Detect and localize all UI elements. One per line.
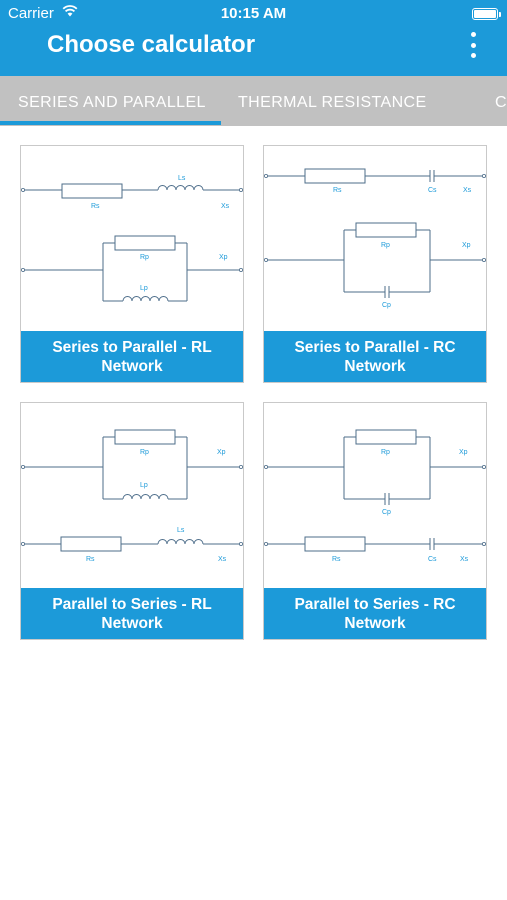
tab-bar: SERIES AND PARALLEL THERMAL RESISTANCE C (0, 76, 507, 126)
svg-text:Rs: Rs (333, 187, 342, 194)
svg-text:Xs: Xs (460, 556, 469, 563)
clock: 10:15 AM (220, 5, 287, 22)
svg-text:Cs: Cs (428, 556, 437, 563)
svg-text:Lp: Lp (140, 482, 148, 489)
card-label: Parallel to Series - RL Network (21, 588, 243, 639)
svg-text:Rp: Rp (140, 449, 149, 456)
app-bar: Carrier 10:15 AM Choose calculator (0, 0, 507, 76)
svg-text:Cs: Cs (428, 187, 437, 194)
svg-text:Rp: Rp (140, 254, 149, 261)
card-label: Series to Parallel - RL Network (21, 331, 243, 382)
status-bar: Carrier 10:15 AM (0, 0, 507, 28)
svg-text:Xs: Xs (221, 203, 230, 210)
svg-text:Cp: Cp (382, 509, 391, 516)
svg-text:Rs: Rs (91, 203, 100, 210)
card-series-to-parallel-rc[interactable]: Rs Cs Xs Rp Cp Xp Series to Parallel - R… (263, 145, 487, 383)
svg-text:Xs: Xs (463, 187, 472, 194)
svg-text:Rp: Rp (381, 242, 390, 249)
rc-series-to-parallel-diagram: Rs Cs Xs Rp Cp Xp (264, 168, 486, 309)
card-label: Parallel to Series - RC Network (264, 588, 486, 639)
svg-text:Xp: Xp (219, 254, 228, 261)
rl-series-to-parallel-diagram: Rs Ls Xs Rp Lp Xp (21, 175, 243, 302)
svg-text:Lp: Lp (140, 285, 148, 292)
svg-text:Xp: Xp (462, 242, 471, 249)
tab-indicator (0, 121, 221, 125)
svg-text:Xs: Xs (218, 556, 227, 563)
card-parallel-to-series-rc[interactable]: Rp Cp Xp Rs Cs Xs Parallel to Series - R… (263, 402, 487, 640)
rl-parallel-to-series-diagram: Rp Lp Xp Rs Ls Xs (21, 429, 243, 563)
card-parallel-to-series-rl[interactable]: Rp Lp Xp Rs Ls Xs Parallel to Series - R… (20, 402, 244, 640)
svg-text:Ls: Ls (177, 527, 185, 534)
svg-text:Rs: Rs (332, 556, 341, 563)
wifi-icon (62, 5, 78, 17)
card-series-to-parallel-rl[interactable]: Rs Ls Xs Rp Lp Xp Series to Parallel - R… (20, 145, 244, 383)
svg-text:Xp: Xp (217, 449, 226, 456)
card-label: Series to Parallel - RC Network (264, 331, 486, 382)
tab-partial[interactable]: C (495, 94, 507, 111)
tab-thermal-resistance[interactable]: THERMAL RESISTANCE (238, 94, 427, 111)
page-title: Choose calculator (47, 31, 256, 58)
rc-parallel-to-series-diagram: Rp Cp Xp Rs Cs Xs (264, 429, 486, 563)
battery-icon (472, 8, 501, 20)
tab-series-and-parallel[interactable]: SERIES AND PARALLEL (18, 94, 206, 111)
svg-text:Rp: Rp (381, 449, 390, 456)
more-vert-icon[interactable] (462, 30, 484, 60)
svg-text:Ls: Ls (178, 175, 186, 182)
svg-text:Xp: Xp (459, 449, 468, 456)
carrier-label: Carrier (8, 5, 54, 22)
svg-text:Rs: Rs (86, 556, 95, 563)
svg-text:Cp: Cp (382, 302, 391, 309)
